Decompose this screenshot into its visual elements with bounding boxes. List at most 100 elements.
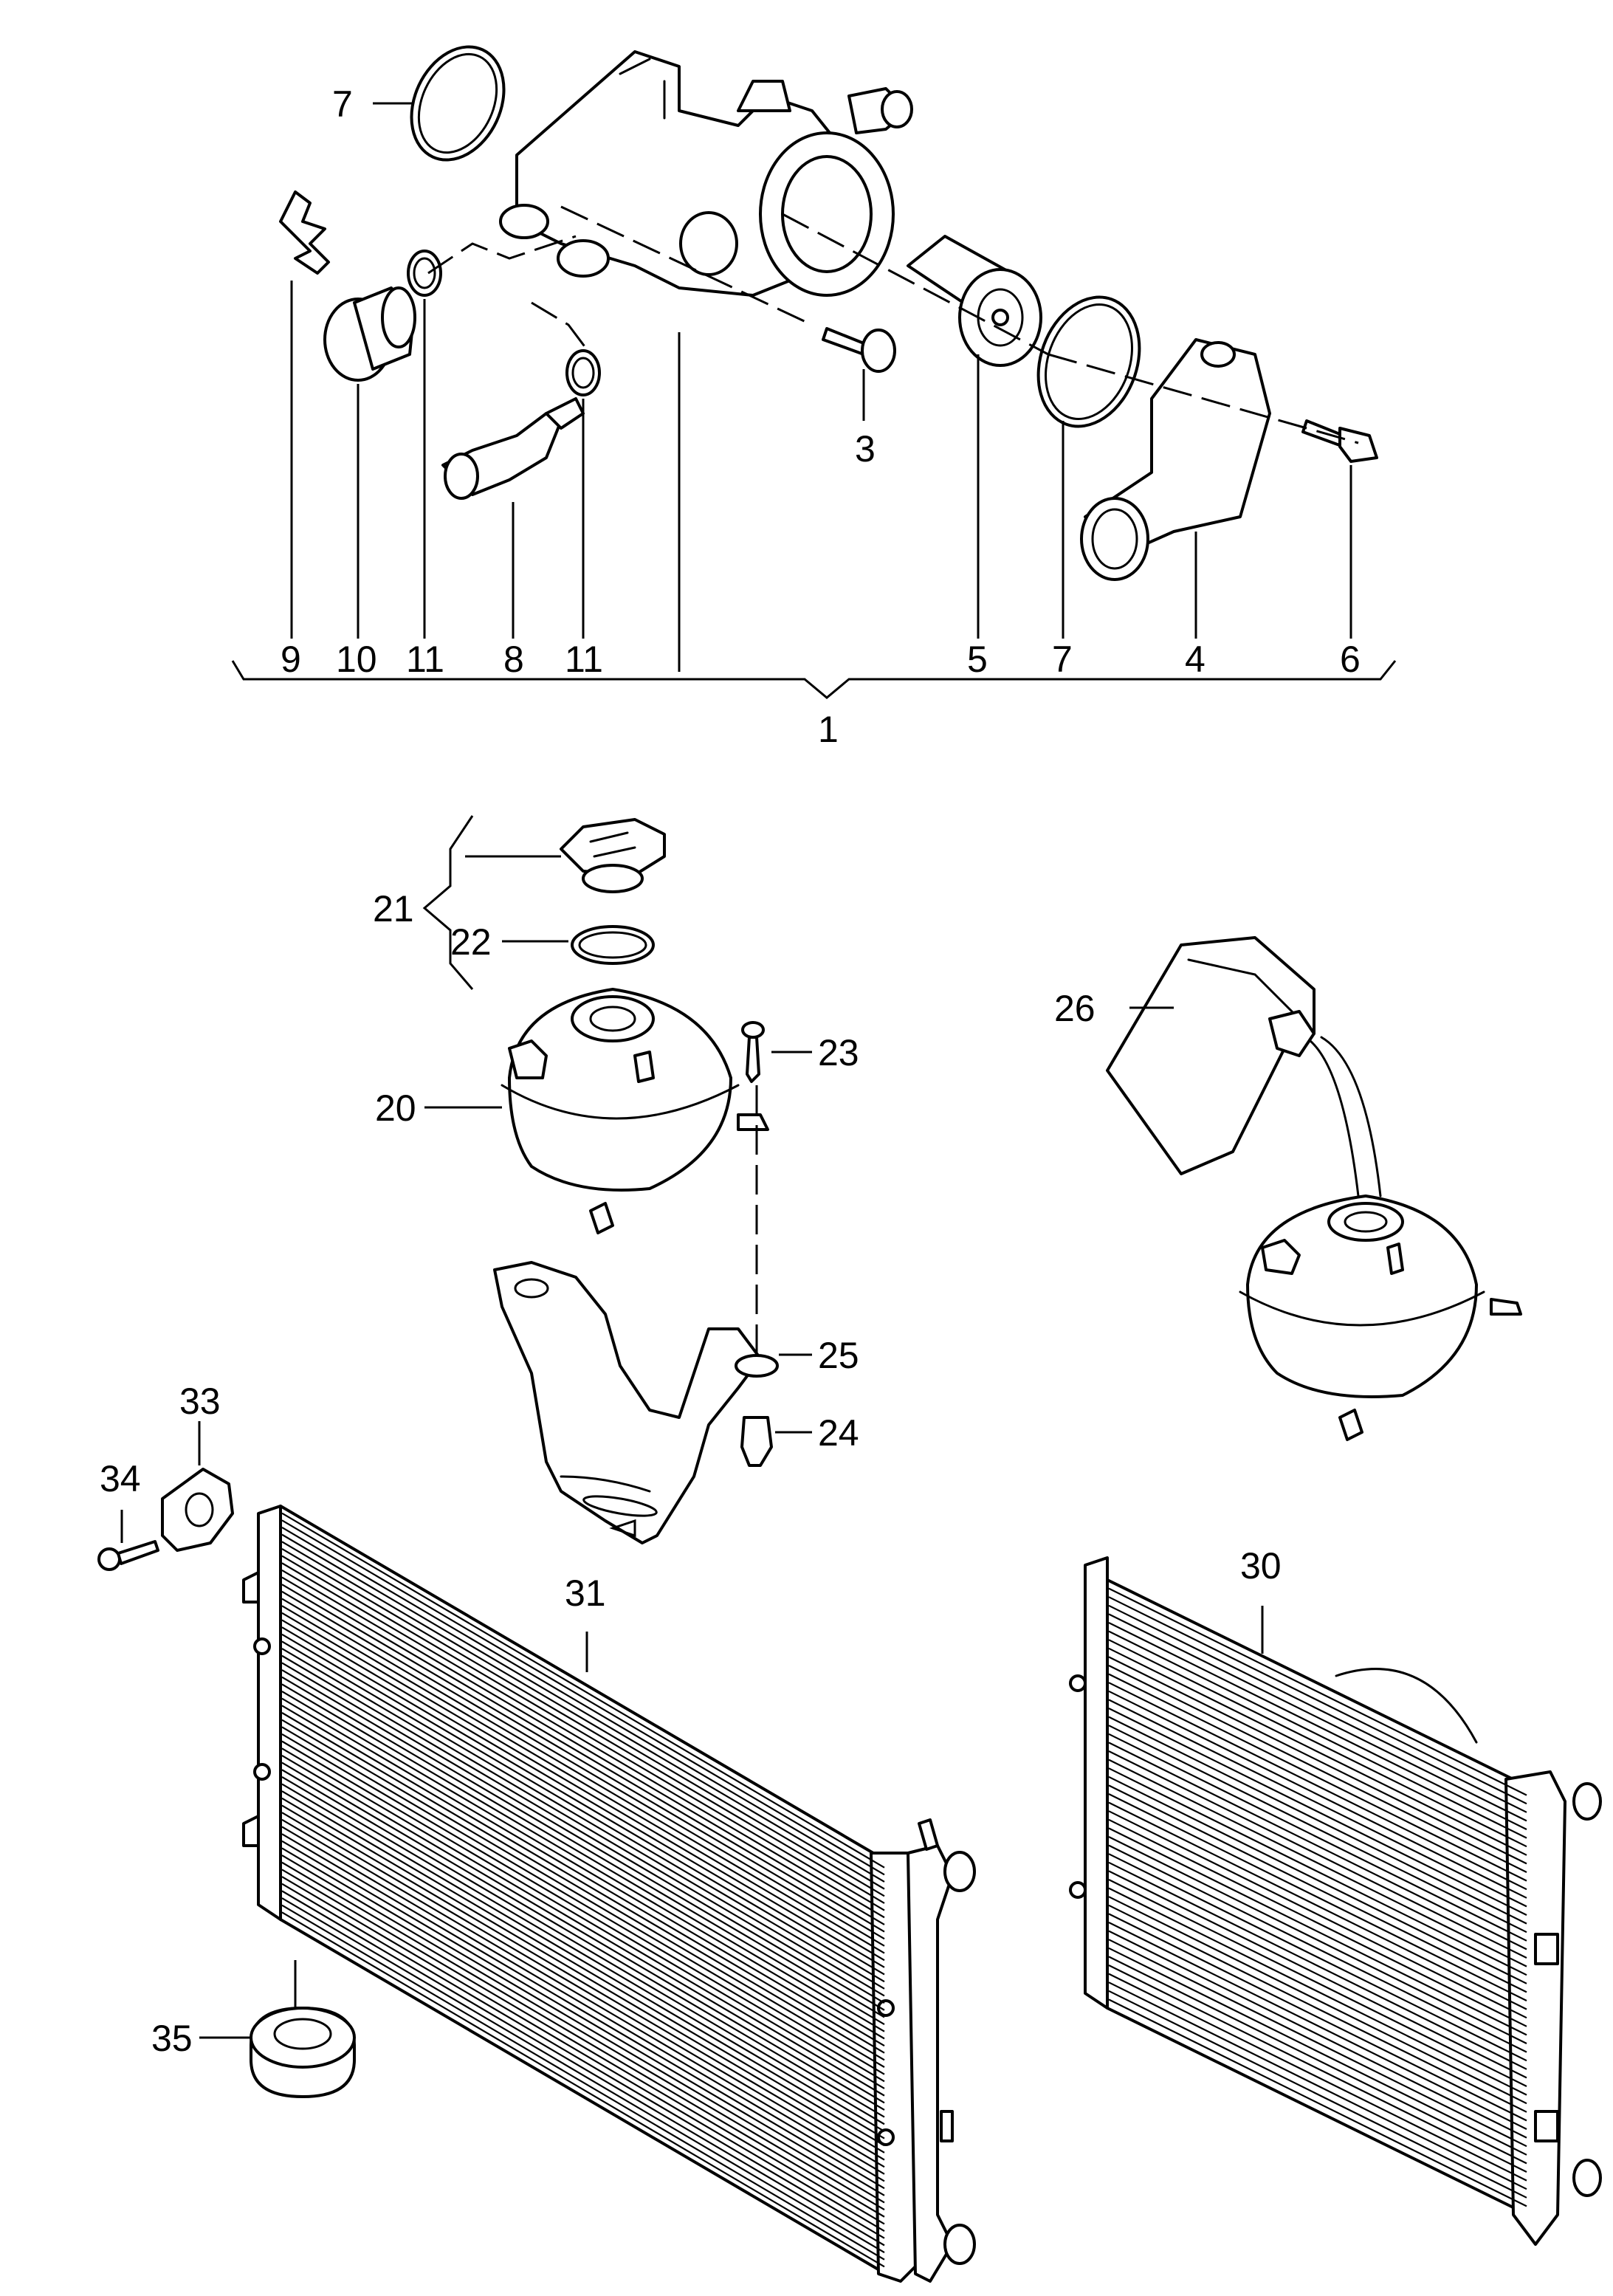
- radiator-fin: [281, 1740, 885, 2097]
- cap-icon: [560, 818, 666, 893]
- bracket-icon: [493, 1261, 779, 1544]
- radiator-fin: [1108, 1956, 1527, 2165]
- radiator-fin: [1108, 1733, 1527, 1942]
- radiator-fin: [281, 1712, 885, 2068]
- screw-icon: [741, 1021, 765, 1083]
- radiator-fin: [281, 1797, 885, 2154]
- radiator-fin: [1108, 1784, 1527, 1993]
- callout-8: 8: [503, 639, 524, 680]
- radiator-fin: [281, 1569, 885, 1925]
- callout-20: 20: [375, 1087, 416, 1129]
- radiator-fin: [1108, 1656, 1527, 1865]
- radiator-fin: [281, 1769, 885, 2125]
- radiator-fin: [1108, 1776, 1527, 1984]
- callout-3: 3: [855, 428, 876, 470]
- radiator-fin: [281, 1883, 885, 2239]
- radiator-fin: [1108, 1647, 1527, 1856]
- radiator-group: [97, 1421, 1602, 2283]
- radiator-fin: [1108, 1939, 1527, 2148]
- radiator-fin: [1108, 1673, 1527, 1882]
- radiator-fin: [1108, 1990, 1527, 2199]
- radiator-fin: [1108, 1810, 1527, 2019]
- radiator-fin: [1108, 1793, 1527, 2001]
- radiator-fin: [1108, 1930, 1527, 2139]
- radiator-fin: [281, 1783, 885, 2139]
- radiator-fin: [281, 1719, 885, 2075]
- radiator-fin: [1108, 1716, 1527, 1925]
- radiator-fin: [1108, 1827, 1527, 2036]
- radiator-fin: [281, 1747, 885, 2104]
- callout-30: 30: [1240, 1545, 1282, 1587]
- radiator-fin: [281, 1726, 885, 2083]
- radiator-fin: [1108, 1896, 1527, 2105]
- callout-7-top: 7: [332, 83, 353, 125]
- callout-4: 4: [1185, 639, 1206, 680]
- radiator-fin: [1108, 1759, 1527, 1967]
- radiator-fin: [281, 1897, 885, 2253]
- callout-21: 21: [373, 888, 414, 929]
- callout-22: 22: [450, 921, 492, 963]
- radiator-fin: [1108, 1613, 1527, 1822]
- radiator-fin: [281, 1626, 885, 1983]
- radiator-icon: [242, 1505, 976, 2283]
- radiator-fin: [281, 1512, 885, 1869]
- radiator-fin: [281, 1890, 885, 2247]
- radiator-fin: [281, 1876, 885, 2233]
- callout-11-right: 11: [565, 639, 603, 680]
- radiator-fin: [281, 1683, 885, 2040]
- radiator-fin: [281, 1541, 885, 1897]
- radiator-fin: [281, 1605, 885, 1962]
- radiator-fin: [1108, 1750, 1527, 1959]
- expansion-tank-group: [422, 815, 1522, 1544]
- radiator-fin: [1108, 1630, 1527, 1839]
- callout-24: 24: [818, 1412, 859, 1454]
- circlip-icon: [279, 190, 330, 275]
- callout-1: 1: [818, 709, 839, 750]
- radiator-fin: [281, 1662, 885, 2018]
- radiator-fin: [1108, 1742, 1527, 1950]
- radiator-icon: [1069, 1556, 1602, 2246]
- radiator-fin: [281, 1833, 885, 2190]
- radiator-fin: [281, 1584, 885, 1940]
- callout-25: 25: [818, 1335, 859, 1376]
- radiator-fin: [281, 1804, 885, 2161]
- radiator-fin: [281, 1904, 885, 2261]
- callout-26: 26: [1054, 988, 1096, 1029]
- radiator-fin: [281, 1654, 885, 2011]
- radiator-fin: [281, 1847, 885, 2204]
- radiator-fin: [281, 1633, 885, 1990]
- plug-icon: [323, 286, 416, 382]
- callout-31: 31: [565, 1573, 606, 1614]
- coolant-bottle-icon: [1106, 936, 1382, 1197]
- radiator-fin: [281, 1640, 885, 1997]
- radiator-fin: [281, 1818, 885, 2175]
- thermostat-icon: [907, 235, 1042, 367]
- radiator-fin: [1108, 1604, 1527, 1813]
- radiator-fin: [281, 1555, 885, 1911]
- callout-5: 5: [967, 639, 988, 680]
- radiator-fin: [1108, 1879, 1527, 2087]
- radiator-fin: [1108, 1818, 1527, 2027]
- bolt-icon: [1301, 419, 1378, 463]
- radiator-fin: [1108, 1801, 1527, 2010]
- radiator-fin: [281, 1697, 885, 2054]
- radiator-fin: [281, 1776, 885, 2132]
- callout-6: 6: [1340, 639, 1361, 680]
- radiator-fin: [281, 1590, 885, 1947]
- clip-nut-icon: [740, 1416, 773, 1467]
- radiator-fin: [1108, 1965, 1527, 2173]
- radiator-fin: [1108, 1998, 1527, 2207]
- thermostat-housing-group: [231, 45, 1397, 699]
- radiator-fin: [1108, 1836, 1527, 2044]
- callout-10: 10: [336, 639, 377, 680]
- radiator-fin: [281, 1761, 885, 2118]
- temperature-sensor-icon: [441, 397, 585, 500]
- radiator-fin: [1108, 1767, 1527, 1976]
- radiator-fin: [281, 1790, 885, 2147]
- radiator-fin: [1108, 1690, 1527, 1899]
- radiator-fin: [1108, 1870, 1527, 2079]
- radiator-fin: [1108, 1887, 1527, 2096]
- callout-35: 35: [151, 2018, 193, 2059]
- radiator-fin: [281, 1533, 885, 1890]
